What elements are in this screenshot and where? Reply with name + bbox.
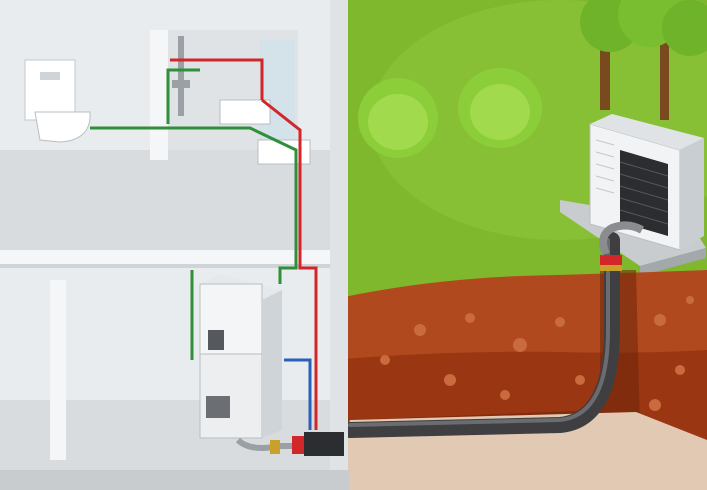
- indoor-unit-side: [262, 290, 282, 438]
- valve-brass: [270, 440, 280, 454]
- upper-floor-slab: [0, 150, 345, 250]
- valve-red: [292, 436, 304, 454]
- bush-left: [358, 78, 438, 158]
- indoor-heat-pump-unit: [200, 274, 282, 438]
- unit-side: [680, 138, 704, 250]
- pipe-fitting-red: [600, 255, 622, 265]
- shower-glass: [260, 40, 295, 150]
- house-cutaway: [0, 0, 350, 490]
- upper-partition-wall: [150, 30, 168, 160]
- pipe-fitting-brass: [600, 265, 622, 271]
- intermediate-floor-slab: [0, 250, 345, 264]
- wall-sleeve: [304, 432, 344, 456]
- lower-partition-wall: [50, 280, 66, 460]
- ground-cross-section: [330, 270, 707, 490]
- basin-upper: [220, 100, 270, 124]
- foundation: [0, 470, 350, 490]
- flush-plate: [40, 72, 60, 80]
- outdoor-area: [330, 0, 707, 490]
- toilet-cistern-panel: [25, 60, 75, 120]
- tree-trunk: [660, 40, 669, 120]
- indoor-unit-vent: [206, 396, 230, 418]
- front-wall-edge: [330, 0, 348, 470]
- bush-right: [458, 68, 542, 148]
- indoor-unit-display: [208, 330, 224, 350]
